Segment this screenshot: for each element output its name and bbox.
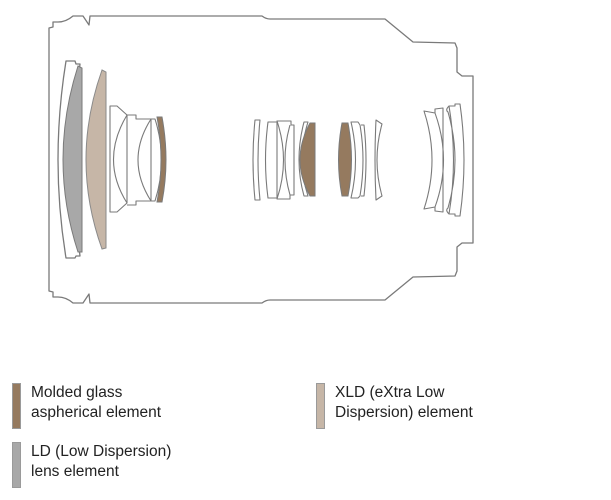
lens-barrel-outline bbox=[48, 15, 474, 304]
legend-label-line: Dispersion) element bbox=[335, 404, 473, 421]
legend-item-ld: LD (Low Dispersion) lens element bbox=[12, 442, 171, 488]
lens-element bbox=[127, 114, 152, 206]
legend-label-line: XLD (eXtra Low bbox=[335, 384, 445, 401]
legend-item-xld: XLD (eXtra Low Dispersion) element bbox=[316, 383, 473, 429]
legend-item-molded: Molded glass aspherical element bbox=[12, 383, 161, 429]
lens-element bbox=[109, 105, 128, 213]
legend-label-line: lens element bbox=[31, 463, 119, 480]
lens-element bbox=[252, 119, 261, 201]
lens-element bbox=[350, 121, 364, 199]
molded-aspherical-element bbox=[338, 122, 352, 197]
lens-element bbox=[264, 121, 278, 199]
legend-label: XLD (eXtra Low Dispersion) element bbox=[335, 383, 473, 423]
ld-element bbox=[62, 65, 83, 253]
legend-label-line: LD (Low Dispersion) bbox=[31, 443, 172, 460]
lens-element bbox=[361, 124, 367, 197]
legend-label-line: aspherical element bbox=[31, 404, 162, 421]
xld-swatch bbox=[316, 383, 325, 429]
molded-aspherical-element bbox=[156, 116, 167, 203]
lens-element bbox=[374, 119, 383, 201]
molded-swatch bbox=[12, 383, 21, 429]
lens-element bbox=[423, 107, 445, 213]
legend-label-line: Molded glass bbox=[31, 384, 123, 401]
lens-element bbox=[276, 120, 295, 200]
molded-aspherical-element bbox=[299, 122, 316, 197]
lens-construction-diagram bbox=[48, 15, 474, 304]
lens-element bbox=[446, 103, 465, 217]
legend-label: LD (Low Dispersion) lens element bbox=[31, 442, 171, 482]
legend-label: Molded glass aspherical element bbox=[31, 383, 161, 423]
xld-element bbox=[85, 69, 107, 250]
ld-swatch bbox=[12, 442, 21, 488]
